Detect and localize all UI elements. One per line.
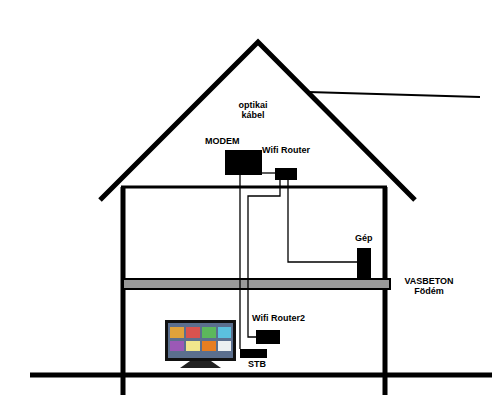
cable-path — [288, 180, 357, 262]
tv-frame — [165, 320, 236, 361]
left-wall — [121, 187, 126, 395]
device-label: Gép — [355, 234, 373, 244]
device-node: STB — [240, 349, 267, 358]
right-wall — [383, 187, 388, 395]
tv-tile — [186, 327, 200, 338]
device-node: Wifi Router — [275, 168, 297, 180]
optical-cable — [308, 92, 480, 97]
cable-line — [288, 180, 357, 262]
tv-tile — [186, 341, 200, 351]
attic-floor — [121, 186, 387, 189]
cable-label: optikai kábel — [228, 100, 278, 121]
device-node: Wifi Router2 — [256, 330, 280, 344]
device-label: Wifi Router2 — [252, 314, 305, 324]
tv-tile — [202, 341, 216, 351]
device-label: MODEM — [205, 137, 240, 147]
router-box — [256, 330, 280, 344]
tv-tile — [218, 341, 231, 351]
tv-tile — [170, 341, 184, 351]
device-label: Wifi Router — [262, 146, 310, 156]
cable-path — [262, 172, 275, 173]
tv-set — [165, 320, 236, 368]
computer-box — [357, 248, 371, 278]
cable-line — [262, 173, 275, 174]
tv-tile — [202, 327, 216, 338]
tv-tile — [170, 327, 184, 338]
cable-line — [240, 175, 241, 349]
stb-box — [240, 349, 267, 358]
concrete-slab — [123, 279, 390, 289]
router-box — [275, 168, 297, 180]
tv-tile — [218, 327, 231, 338]
tv-stand — [180, 361, 221, 368]
tv-screen — [168, 323, 233, 358]
modem-box — [225, 150, 262, 175]
cable-path — [239, 175, 240, 349]
roof — [100, 42, 415, 200]
slab-label: VASBETON Födém — [392, 276, 466, 297]
device-node: MODEM — [225, 150, 262, 175]
ground-line — [30, 373, 492, 378]
device-node: Gép — [357, 248, 371, 278]
device-label: STB — [248, 360, 266, 370]
